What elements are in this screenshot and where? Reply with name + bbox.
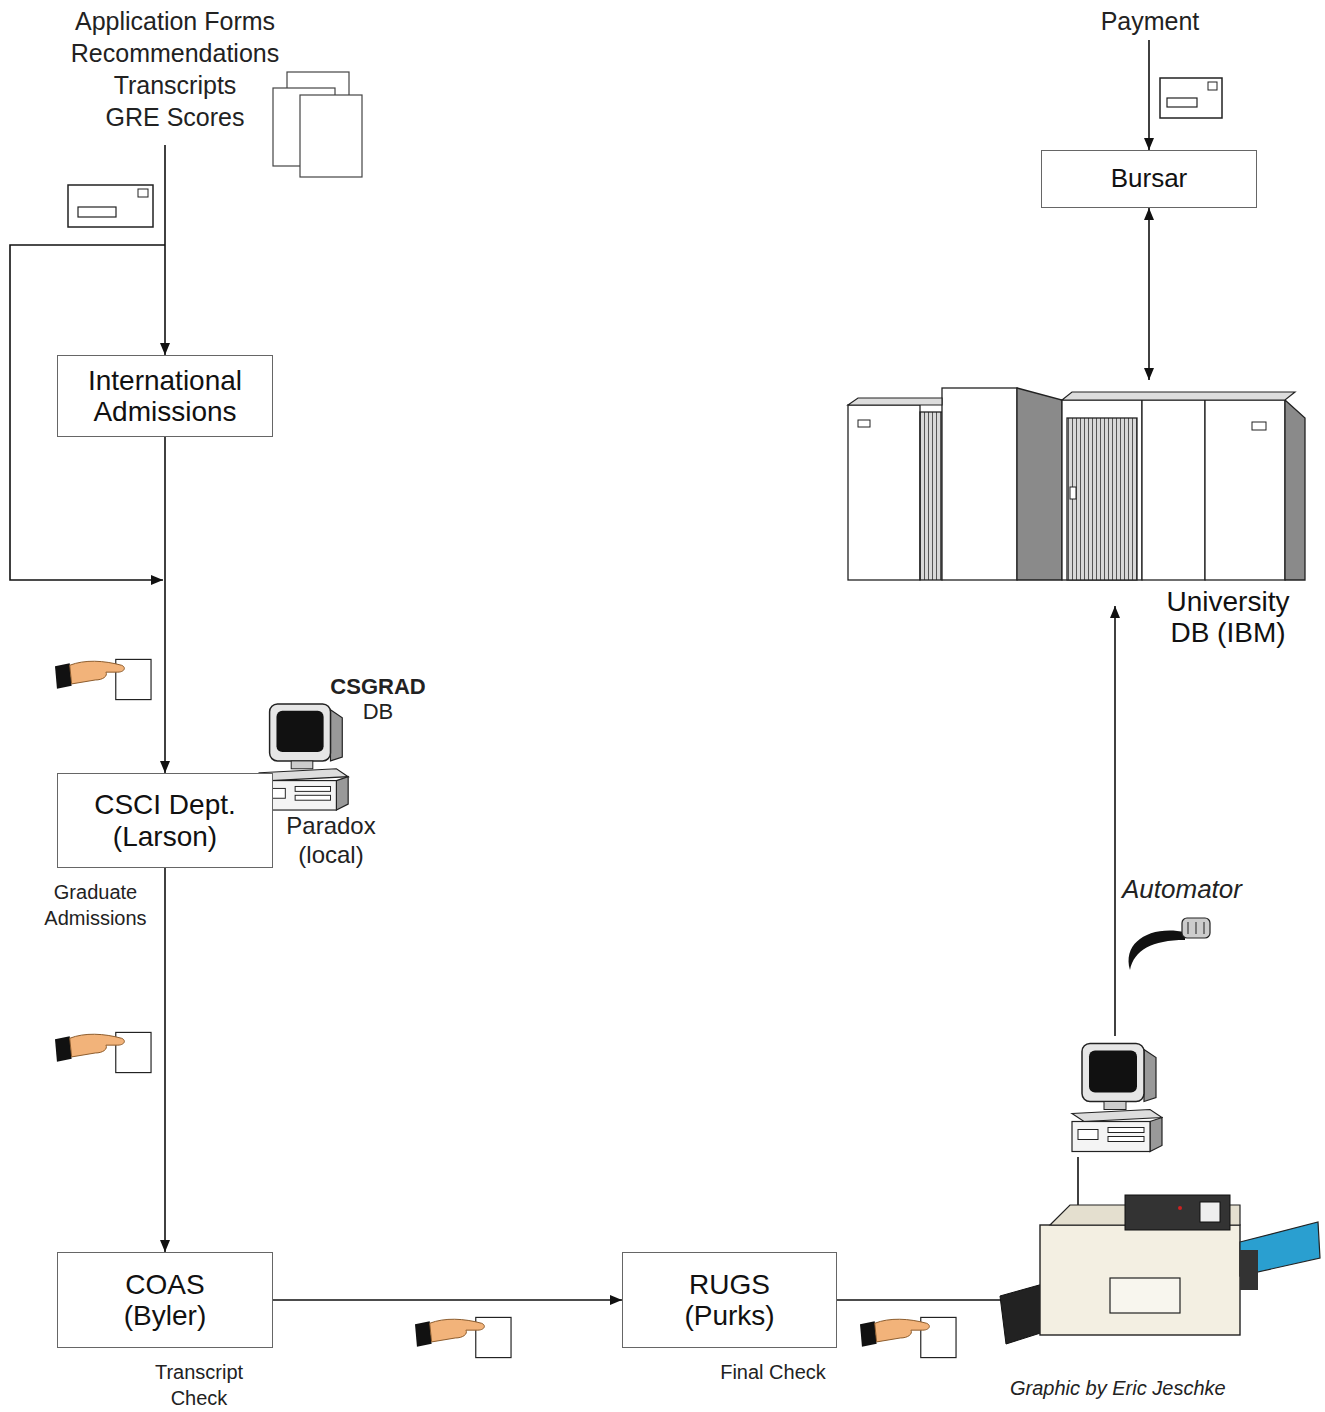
envelope-icon bbox=[68, 185, 153, 227]
node-caption: Transcript Check bbox=[134, 1359, 264, 1411]
cable-icon bbox=[1196, 922, 1197, 934]
cable-icon bbox=[1188, 922, 1189, 934]
printer-illustration bbox=[1040, 1225, 1240, 1335]
mainframe-illustration bbox=[848, 388, 1305, 580]
printer-illustration bbox=[1178, 1206, 1182, 1210]
node-title: COAS (Byler) bbox=[95, 1269, 235, 1332]
software-label: Paradox (local) bbox=[272, 812, 390, 870]
node-title: RUGS (Purks) bbox=[660, 1269, 800, 1332]
flow-arrow bbox=[1148, 208, 1150, 380]
cable-icon bbox=[1129, 930, 1185, 970]
input-label: GRE Scores bbox=[25, 102, 325, 132]
mainframe-illustration bbox=[848, 405, 920, 580]
cable-icon bbox=[1182, 918, 1210, 938]
envelope-icon bbox=[1167, 98, 1197, 107]
mail-line bbox=[164, 145, 166, 355]
bypass-line bbox=[10, 245, 165, 580]
hand-icon bbox=[55, 659, 151, 699]
mainframe-illustration bbox=[1205, 400, 1285, 580]
flow-arrow bbox=[273, 1299, 622, 1301]
input-label: Transcripts bbox=[25, 70, 325, 100]
printer-illustration bbox=[1125, 1195, 1230, 1230]
cable-icon bbox=[1129, 918, 1210, 970]
mainframe-illustration bbox=[1062, 400, 1142, 580]
printer-illustration bbox=[1240, 1250, 1258, 1290]
mainframe-illustration bbox=[1062, 392, 1295, 400]
papers-icon bbox=[273, 72, 362, 177]
mainframe-illustration bbox=[1252, 422, 1266, 430]
envelope-icon bbox=[1160, 78, 1222, 118]
input-label: Application Forms bbox=[25, 6, 325, 36]
printer-illustration bbox=[1200, 1202, 1220, 1222]
node-title: Bursar bbox=[1111, 164, 1188, 193]
mainframe-illustration bbox=[1285, 400, 1305, 580]
flow-arrow bbox=[164, 437, 166, 773]
flow-arrow bbox=[164, 868, 166, 1252]
mainframe-illustration bbox=[858, 420, 870, 427]
tool-label: Automator bbox=[1122, 874, 1242, 905]
printer-line bbox=[837, 1299, 1024, 1301]
process-box: CSCI Dept. (Larson)Graduate Admissions bbox=[57, 773, 273, 868]
flow-lines bbox=[10, 40, 1149, 1300]
node-title: University DB (IBM) bbox=[1153, 586, 1303, 649]
node-caption: Graduate Admissions bbox=[33, 879, 158, 931]
mainframe-illustration bbox=[1067, 418, 1137, 580]
envelope-icon bbox=[138, 189, 148, 197]
mainframe-illustration bbox=[1142, 400, 1205, 580]
node-caption: Final Check bbox=[718, 1359, 828, 1385]
node-title: International Admissions bbox=[65, 365, 265, 428]
process-box: Bursar bbox=[1041, 150, 1257, 208]
node-title: CSCI Dept. (Larson) bbox=[65, 789, 265, 852]
printer-illustration bbox=[1000, 1195, 1320, 1344]
database-node: University DB (IBM) bbox=[845, 380, 1310, 685]
computer-icon bbox=[260, 704, 348, 810]
hand-icon bbox=[860, 1317, 956, 1357]
process-box: COAS (Byler)Transcript Check bbox=[57, 1252, 273, 1348]
hand-icon bbox=[55, 1032, 151, 1072]
cable-icon bbox=[1204, 922, 1205, 934]
mainframe-illustration bbox=[920, 412, 942, 580]
input-label: Payment bbox=[1085, 6, 1215, 36]
credit-note: Graphic by Eric Jeschke bbox=[1010, 1376, 1226, 1400]
envelope-icon bbox=[1160, 78, 1222, 118]
process-box: RUGS (Purks)Final Check bbox=[622, 1252, 837, 1348]
papers-icon bbox=[300, 95, 362, 177]
database-name: DB bbox=[318, 699, 438, 725]
mainframe-illustration bbox=[942, 388, 1017, 580]
envelope-icon bbox=[78, 207, 116, 217]
printer-illustration bbox=[1110, 1278, 1180, 1313]
mainframe-illustration bbox=[1070, 487, 1076, 499]
database-name: CSGRAD bbox=[318, 674, 438, 700]
upload-line bbox=[1114, 606, 1116, 1036]
mainframe-illustration bbox=[1017, 388, 1062, 580]
envelope-icon bbox=[68, 185, 153, 227]
mainframe-illustration bbox=[848, 398, 942, 405]
payment-line bbox=[1148, 40, 1150, 150]
hand-icon bbox=[415, 1317, 511, 1357]
input-label: Recommendations bbox=[25, 38, 325, 68]
process-box: International Admissions bbox=[57, 355, 273, 437]
computer-icon bbox=[1072, 1044, 1162, 1152]
envelope-icon bbox=[1208, 82, 1217, 90]
